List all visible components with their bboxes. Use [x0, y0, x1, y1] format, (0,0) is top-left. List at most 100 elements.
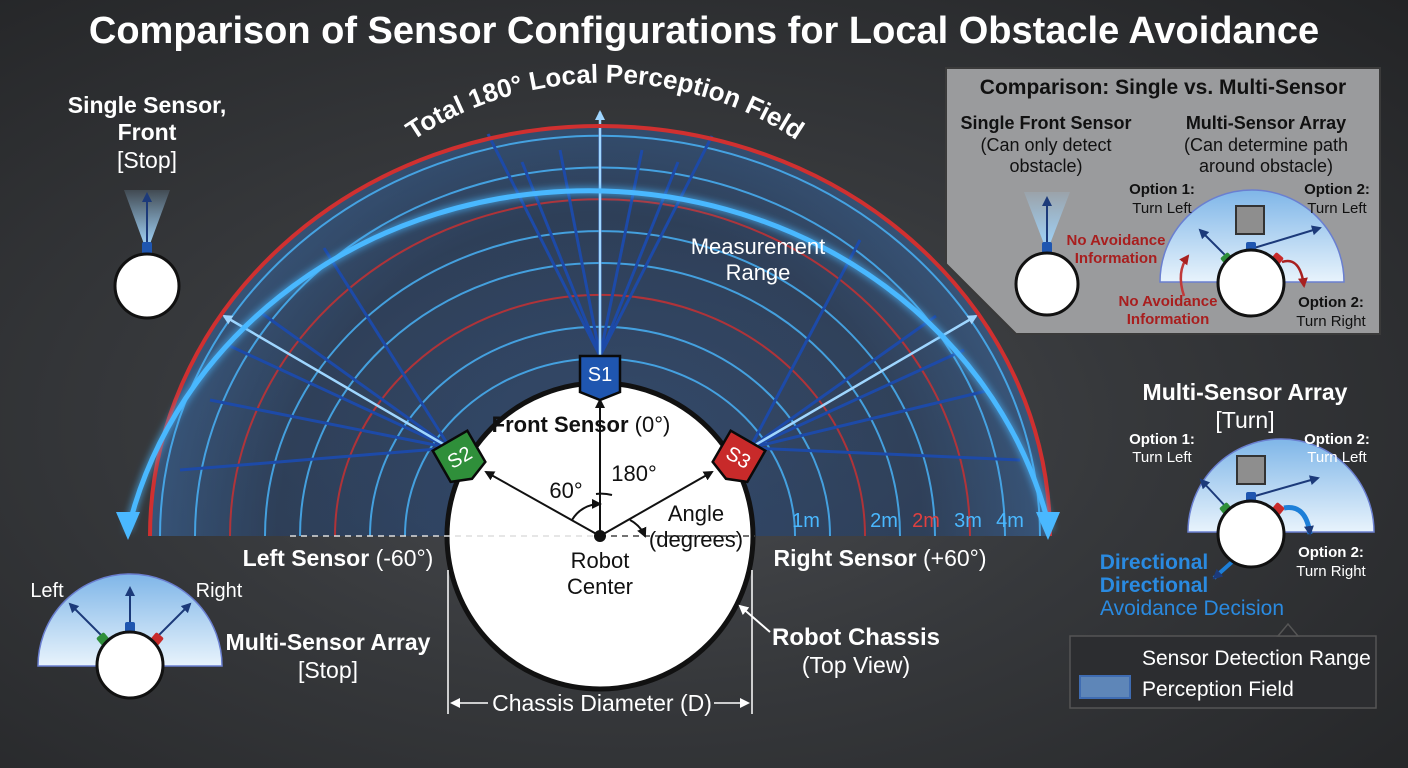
measurement-range-label: Measurement [691, 234, 826, 259]
legend-detection-label: Sensor Detection Range [1142, 647, 1371, 670]
comparison-option2-bottom: Option 2: [1298, 294, 1364, 311]
comparison-multi-field [1159, 189, 1345, 283]
sensor-s2: S2 [430, 428, 487, 484]
comparison-single-robot [1014, 251, 1080, 317]
angle-arc-60 [571, 498, 602, 521]
arrow-to-s3 [599, 471, 714, 537]
multi-turn-state: [Turn] [1215, 407, 1274, 433]
no-avoidance-1: No Avoidance [1067, 232, 1166, 249]
multi-stop-title: Multi-Sensor Array [226, 629, 431, 655]
measurement-range-label-2: Range [726, 260, 791, 285]
page-title: Comparison of Sensor Configurations for … [89, 10, 1319, 52]
chassis-pointer [738, 604, 771, 633]
angle-label: Angle [668, 501, 724, 526]
range-label-2m: 2m [870, 510, 898, 532]
comparison-title: Comparison: Single vs. Multi-Sensor [980, 76, 1346, 99]
comparison-multi-desc-1: (Can determine path [1184, 135, 1348, 155]
multi-turn-option1: Option 1: [1129, 431, 1195, 448]
comparison-single-name: Single Front Sensor [960, 113, 1131, 133]
range-label-1m: 1m [792, 510, 820, 532]
front-sensor-label: Front Sensor (0°) [492, 412, 671, 437]
sensor-ray-8 [322, 247, 452, 449]
comparison-multi-robot [1216, 248, 1286, 318]
robot-center-label-2: Center [567, 574, 633, 599]
sensor-ray-5 [598, 149, 644, 357]
decision-label-1: Directional [1100, 551, 1209, 574]
left-sensor-label: Left Sensor (-60°) [243, 545, 434, 571]
left-detection-arrow [222, 314, 451, 450]
comparison-obstacle [1235, 205, 1265, 235]
sensor-ray-3 [558, 149, 602, 357]
comparison-red-turn-arrow [1281, 259, 1308, 288]
sensor-ray-9 [259, 310, 451, 450]
outer-red-arc [148, 124, 1052, 537]
comparison-option2-top: Option 2: [1304, 181, 1370, 198]
range-label-2m-red: 2m [912, 510, 940, 532]
sensor-rays [179, 110, 1021, 472]
multi-turn-option2-bottom-action: Turn Right [1296, 563, 1366, 580]
multi-stop-right-label: Right [196, 580, 243, 602]
comparison-option2-top-action: Turn Left [1307, 200, 1367, 217]
comparison-multi-desc-2: around obstacle) [1199, 156, 1333, 176]
multi-turn-arrow-left [1199, 478, 1228, 509]
no-avoidance-2: No Avoidance [1119, 293, 1218, 310]
angle-60-label: 60° [549, 478, 582, 503]
sensor-ray-15 [749, 388, 991, 450]
comparison-panel: Comparison: Single vs. Multi-Sensor Sing… [945, 67, 1381, 335]
decision-label-2: Directional [1100, 574, 1209, 597]
no-avoidance-1b: Information [1075, 250, 1158, 267]
sensor-ray-7 [598, 135, 714, 357]
multi-turn-decision-arrow [1212, 560, 1234, 580]
comparison-multi-arrow-right [1253, 225, 1322, 249]
legend: Sensor Detection Range Perception Field [1069, 622, 1377, 709]
comparison-multi-arrow-left [1198, 228, 1229, 259]
robot-chassis-label: Robot Chassis [772, 624, 940, 651]
legend-field-label: Perception Field [1142, 678, 1294, 701]
single-sensor-title-2: Front [118, 119, 177, 145]
single-sensor-robot [113, 252, 181, 320]
sensor-ray-16 [749, 446, 1021, 462]
single-sensor-title: Single Sensor, [68, 92, 227, 118]
multi-turn-robot [1216, 499, 1286, 569]
comparison-red-fade-arrow [1179, 254, 1190, 297]
comparison-single-desc-2: obstacle) [1009, 156, 1082, 176]
comparison-single-desc-1: (Can only detect [980, 135, 1111, 155]
multi-turn-option2-top-action: Turn Left [1307, 449, 1367, 466]
comparison-multi-name: Multi-Sensor Array [1186, 113, 1346, 133]
multi-turn-title: Multi-Sensor Array [1143, 379, 1348, 405]
comparison-single-chip [1042, 242, 1052, 254]
robot-center-label: Robot [571, 548, 630, 573]
multi-turn-option2-top: Option 2: [1304, 431, 1370, 448]
multi-stop-left-label: Left [30, 580, 64, 602]
left-arc-arrowhead [116, 512, 140, 540]
multi-stop-state: [Stop] [298, 657, 358, 683]
sensor-s1: S1 [578, 354, 622, 402]
multi-turn-option2-bottom: Option 2: [1298, 544, 1364, 561]
legend-swatch-field [1079, 675, 1131, 699]
multi-turn-blue-turn-arrow [1283, 505, 1314, 536]
sensor-ray-14 [749, 314, 937, 450]
comparison-option1: Option 1: [1129, 181, 1195, 198]
sensor-ray-12 [229, 344, 451, 450]
comparison-option2-bottom-action: Turn Right [1296, 313, 1366, 330]
svg-text:S1: S1 [588, 364, 612, 386]
sensor-ray-1 [486, 133, 602, 357]
comparison-option1-action: Turn Left [1132, 200, 1192, 217]
chassis-diameter-label: Chassis Diameter (D) [492, 690, 712, 716]
angle-degrees-label: (degrees) [649, 527, 743, 552]
range-label-4m: 4m [996, 510, 1024, 532]
multi-turn-obstacle [1236, 455, 1266, 485]
multi-stop-arrow-left [68, 602, 105, 639]
decision-label-3: Avoidance Decision [1100, 597, 1284, 620]
right-sensor-label: Right Sensor (+60°) [773, 545, 986, 571]
outer-blue-arc [125, 188, 1053, 531]
multi-turn-option1-action: Turn Left [1132, 449, 1192, 466]
sensor-s3: S3 [711, 428, 768, 484]
sensor-ray-10 [209, 398, 451, 450]
no-avoidance-2b: Information [1127, 311, 1210, 328]
robot-chassis-view: (Top View) [802, 652, 910, 678]
single-sensor-state: [Stop] [117, 147, 177, 173]
angle-180-label: 180° [611, 461, 657, 486]
angle-arc-180b [595, 492, 613, 496]
